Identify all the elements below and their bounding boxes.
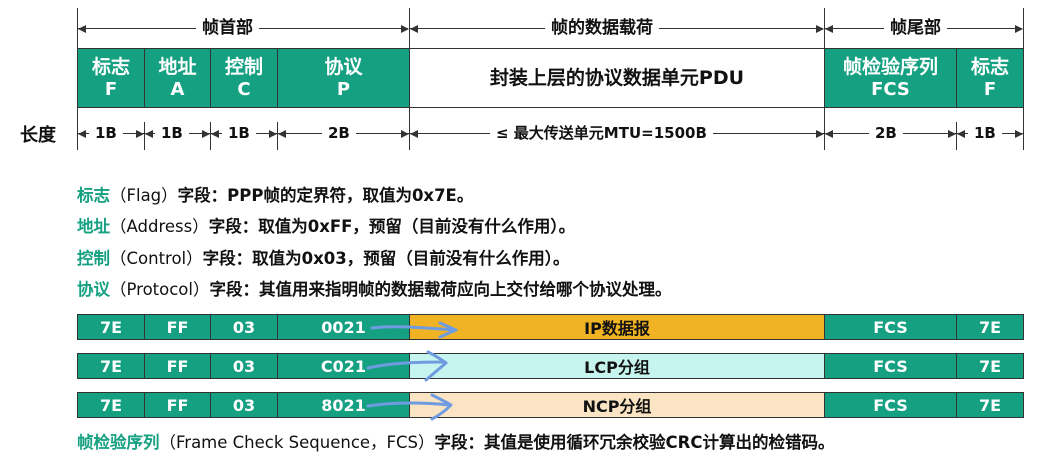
length-fcs: 2B: [869, 123, 903, 143]
desc-fcs: 帧检验序列（Frame Check Sequence，FCS）字段：其值是使用循…: [77, 433, 835, 452]
frame-trailer-label: 帧尾部: [884, 18, 947, 38]
cell-flag: 7E: [77, 314, 145, 340]
cell-flag: 7E: [77, 353, 145, 379]
cell-protocol: C021: [277, 353, 410, 379]
cell-control: 03: [210, 392, 278, 418]
desc-protocol: 协议（Protocol）字段：其值用来指明帧的数据载荷应向上交付给哪个协议处理。: [77, 280, 672, 299]
cell-protocol: 8021: [277, 392, 410, 418]
cell-payload: LCP分组: [409, 353, 825, 379]
length-address: 1B: [155, 123, 189, 143]
length-flag: 1B: [89, 123, 123, 143]
cell-fcs: FCS: [824, 353, 957, 379]
example-frame-lcp: 7E FF 03 C021 LCP分组 FCS 7E: [77, 353, 1024, 379]
cell-flag: 7E: [77, 392, 145, 418]
cell-payload: IP数据报: [409, 314, 825, 340]
length-label: 长度: [20, 125, 56, 146]
payload-label: 帧的数据载荷: [545, 18, 659, 38]
cell-address: FF: [144, 314, 211, 340]
cell-flag-end: 7E: [956, 314, 1024, 340]
length-control: 1B: [222, 123, 256, 143]
length-flag-end: 1B: [968, 123, 1002, 143]
example-frame-ip: 7E FF 03 0021 IP数据报 FCS 7E: [77, 314, 1024, 340]
cell-flag-end: 7E: [956, 392, 1024, 418]
cell-control: 03: [210, 353, 278, 379]
cell-protocol: 0021: [277, 314, 410, 340]
desc-address: 地址（Address）字段：取值为0xFF，预留（目前没有什么作用）。: [77, 217, 576, 236]
length-payload: ≤ 最大传送单元MTU=1500B: [490, 123, 713, 143]
desc-flag: 标志（Flag）字段：PPP帧的定界符，取值为0x7E。: [77, 186, 474, 205]
length-protocol: 2B: [322, 123, 356, 143]
cell-address: FF: [144, 392, 211, 418]
desc-control: 控制（Control）字段：取值为0x03，预留（目前没有什么作用）。: [77, 249, 570, 268]
frame-header-label: 帧首部: [196, 18, 259, 38]
cell-flag-end: 7E: [956, 353, 1024, 379]
cell-address: FF: [144, 353, 211, 379]
cell-fcs: FCS: [824, 392, 957, 418]
cell-control: 03: [210, 314, 278, 340]
cell-fcs: FCS: [824, 314, 957, 340]
cell-payload: NCP分组: [409, 392, 825, 418]
field-payload: 封装上层的协议数据单元PDU: [409, 48, 825, 108]
example-frame-ncp: 7E FF 03 8021 NCP分组 FCS 7E: [77, 392, 1024, 418]
